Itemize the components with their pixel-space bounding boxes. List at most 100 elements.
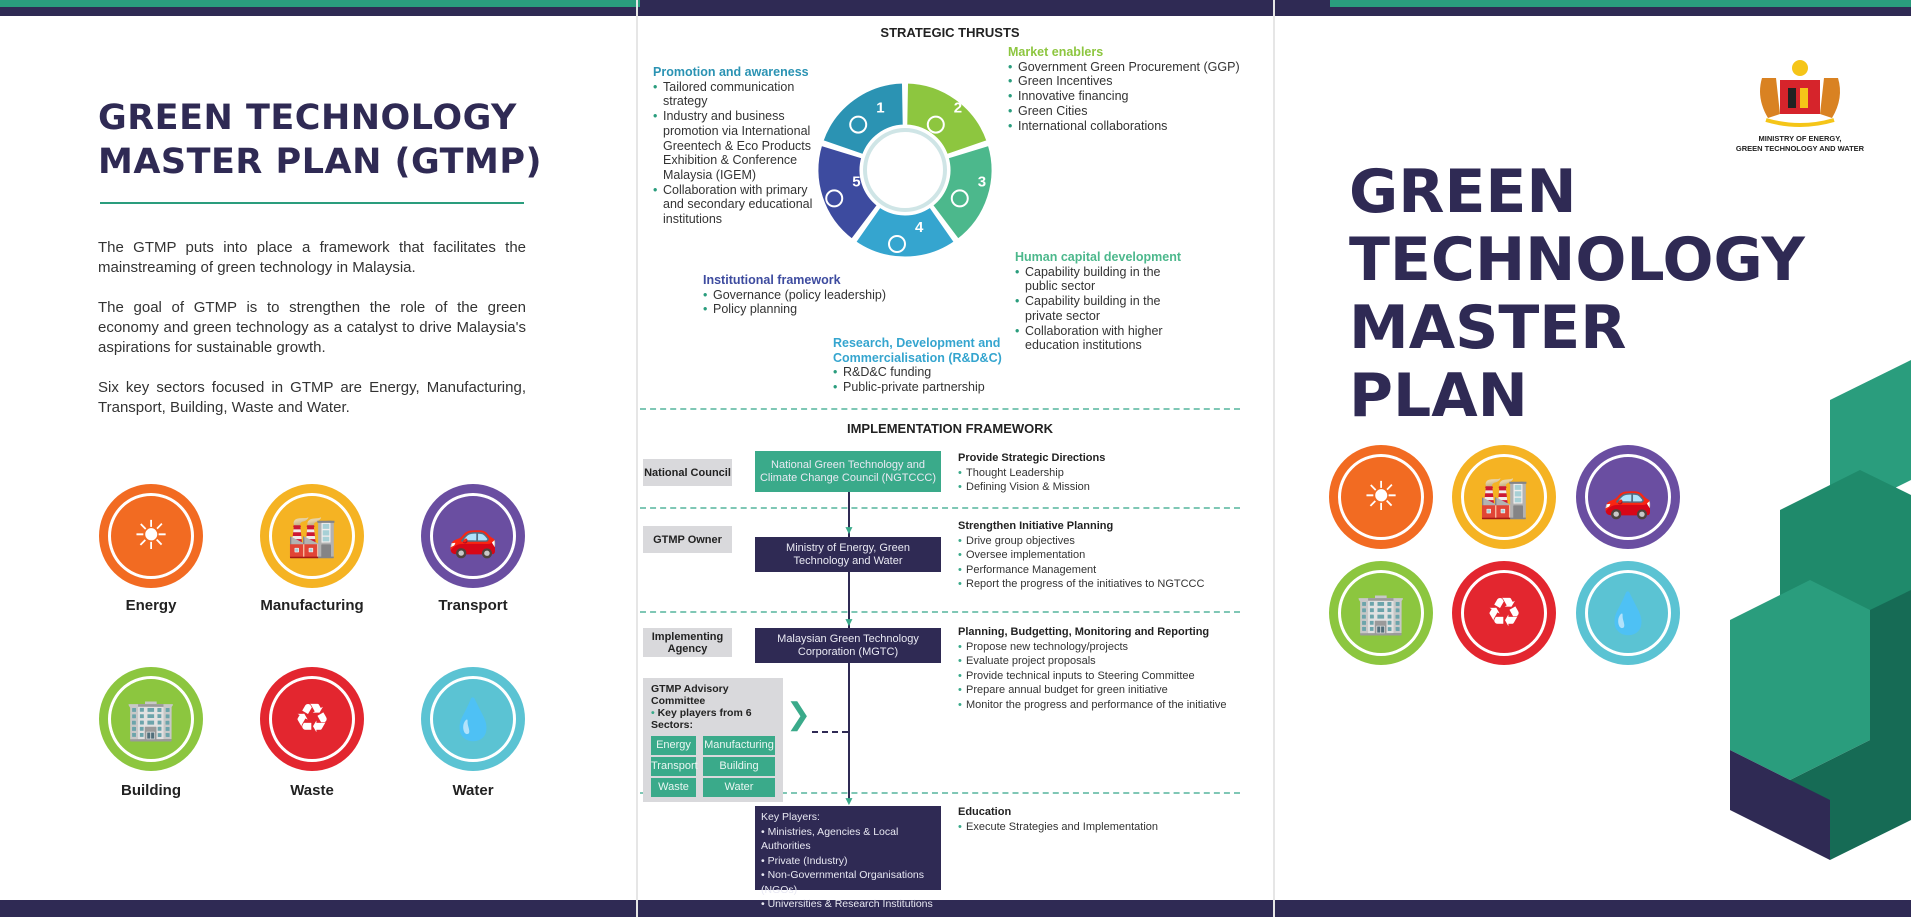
key-player-item: • Non-Governmental Organisations (NGOs) — [761, 869, 925, 896]
globe-arrows-icon — [926, 115, 945, 134]
level-item: Performance Management — [958, 563, 1248, 578]
sectors-paragraph: Six key sectors focused in GTMP are Ener… — [98, 379, 526, 416]
level-label: Implementing Agency — [643, 628, 732, 657]
thrust-segment-4 — [852, 203, 958, 260]
thrust-number: 2 — [954, 100, 962, 117]
key-player-item: • Ministries, Agencies & Local Authoriti… — [761, 825, 899, 853]
thrust-text-4: Research, Development and Commercialisat… — [833, 336, 1013, 395]
building-icon: 🏢 — [108, 676, 194, 762]
thrust-text-2: Market enablersGovernment Green Procurem… — [1008, 45, 1248, 133]
recycle-icon: ♻ — [1461, 570, 1547, 656]
dashed-connector — [812, 731, 848, 733]
sector-energy-badge: ☀ — [99, 484, 203, 588]
sector-chip: Building — [703, 757, 775, 776]
fold-line — [636, 0, 638, 917]
key-player-item: • Private (Industry) — [761, 854, 848, 867]
thrust-item: Green Incentives — [1008, 74, 1248, 89]
fold-line — [1273, 0, 1275, 917]
sector-label: Water — [452, 782, 494, 799]
sector-chip: Manufacturing — [703, 736, 775, 755]
implementation-title: IMPLEMENTATION FRAMEWORK — [846, 421, 1054, 436]
level-responsibilities: Provide Strategic DirectionsThought Lead… — [958, 451, 1248, 495]
thrust-item: Policy planning — [703, 302, 903, 317]
sector-chip: Water — [703, 778, 775, 797]
top-band — [0, 0, 1911, 16]
water-drop-icon: 💧 — [1585, 570, 1671, 656]
thrust-title: Human capital development — [1015, 250, 1182, 264]
level-responsibilities: Strengthen Initiative PlanningDrive grou… — [958, 519, 1248, 592]
thrust-item: Collaboration with primary and secondary… — [653, 183, 823, 227]
level-box: Malaysian Green Technology Corporation (… — [755, 628, 941, 663]
intro-text: The GTMP puts into place a framework tha… — [98, 238, 526, 438]
electric-car-icon: 🚗 — [430, 493, 516, 579]
thrust-title: Research, Development and Commercialisat… — [833, 336, 1002, 365]
thrust-item: Capability building in the private secto… — [1015, 294, 1185, 323]
level-item: Thought Leadership — [958, 466, 1248, 481]
factory-icon: 🏭 — [1461, 454, 1547, 540]
thrust-item: Innovative financing — [1008, 89, 1248, 104]
thrust-item: Governance (policy leadership) — [703, 288, 903, 303]
people-icon — [950, 189, 969, 208]
wheel-center — [863, 128, 947, 212]
education-text: Education Execute Strategies and Impleme… — [958, 805, 1248, 834]
sector-waste-badge: ♻ — [1452, 561, 1556, 665]
level-heading: Provide Strategic Directions — [958, 452, 1106, 464]
factory-icon: 🏭 — [269, 493, 355, 579]
arrow-down-icon: ▼ — [843, 794, 855, 808]
building-icon: 🏢 — [1338, 570, 1424, 656]
key-players-box: Key Players: • Ministries, Agencies & Lo… — [755, 806, 941, 910]
key-player-item: • Universities & Research Institutions — [761, 898, 933, 910]
thrust-number: 1 — [876, 100, 884, 117]
thrust-number: 4 — [915, 219, 924, 236]
sector-transport-badge: 🚗 — [421, 484, 525, 588]
recycle-icon: ♻ — [269, 676, 355, 762]
sector-label: Manufacturing — [260, 597, 364, 614]
thrust-segment-3 — [929, 142, 995, 243]
solar-panel-icon: ☀ — [1338, 454, 1424, 540]
thrust-title: Promotion and awareness — [653, 65, 809, 79]
divider — [640, 507, 1240, 509]
level-item: Oversee implementation — [958, 548, 1248, 563]
level-box: Ministry of Energy, Green Technology and… — [755, 537, 941, 572]
thrust-text-3: Human capital developmentCapability buil… — [1015, 250, 1185, 353]
goal-paragraph: The goal of GTMP is to strengthen the ro… — [98, 299, 526, 356]
thrust-text-1: Promotion and awarenessTailored communic… — [653, 65, 823, 227]
thrust-item: Industry and business promotion via Inte… — [653, 109, 823, 183]
level-item: Report the progress of the initiatives t… — [958, 577, 1248, 592]
lightbulb-gear-icon — [849, 115, 868, 134]
thrust-item: Capability building in the public sector — [1015, 265, 1185, 294]
level-label: GTMP Owner — [643, 526, 732, 553]
level-item: Monitor the progress and performance of … — [958, 698, 1248, 713]
water-drop-icon: 💧 — [430, 676, 516, 762]
thrust-item: Collaboration with higher education inst… — [1015, 324, 1185, 353]
sector-chip: Energy — [651, 736, 696, 755]
advisory-subtitle: • Key players from 6 Sectors: — [651, 707, 752, 731]
level-item: Prepare annual budget for green initiati… — [958, 683, 1248, 698]
sector-building-badge: 🏢 — [99, 667, 203, 771]
divider — [640, 611, 1240, 613]
level-box: National Green Technology and Climate Ch… — [755, 451, 941, 492]
thrust-item: Tailored communication strategy — [653, 80, 823, 109]
sector-label: Waste — [290, 782, 334, 799]
title-rule — [100, 202, 524, 204]
intro-paragraph: The GTMP puts into place a framework tha… — [98, 239, 526, 276]
key-players-title: Key Players: — [761, 811, 820, 823]
strategic-thrusts-title: STRATEGIC THRUSTS — [880, 25, 1020, 40]
thrust-title: Institutional framework — [703, 273, 841, 287]
sector-water-badge: 💧 — [421, 667, 525, 771]
level-heading: Strengthen Initiative Planning — [958, 520, 1114, 532]
sector-energy-badge: ☀ — [1329, 445, 1433, 549]
level-label: National Council — [643, 459, 732, 486]
sector-manufacturing-badge: 🏭 — [1452, 445, 1556, 549]
education-heading: Education — [958, 806, 1012, 818]
thrust-text-5: Institutional frameworkGovernance (polic… — [703, 273, 903, 317]
green-cubes-graphic — [1730, 360, 1911, 860]
arrow-down-icon: ▼ — [843, 615, 855, 629]
chevron-icon: ❯ — [786, 698, 812, 731]
bottom-band — [0, 900, 1911, 917]
thrust-title: Market enablers — [1008, 45, 1104, 59]
thrust-number: 5 — [852, 173, 860, 190]
education-item: Execute Strategies and Implementation — [958, 820, 1248, 835]
sector-building-badge: 🏢 — [1329, 561, 1433, 665]
